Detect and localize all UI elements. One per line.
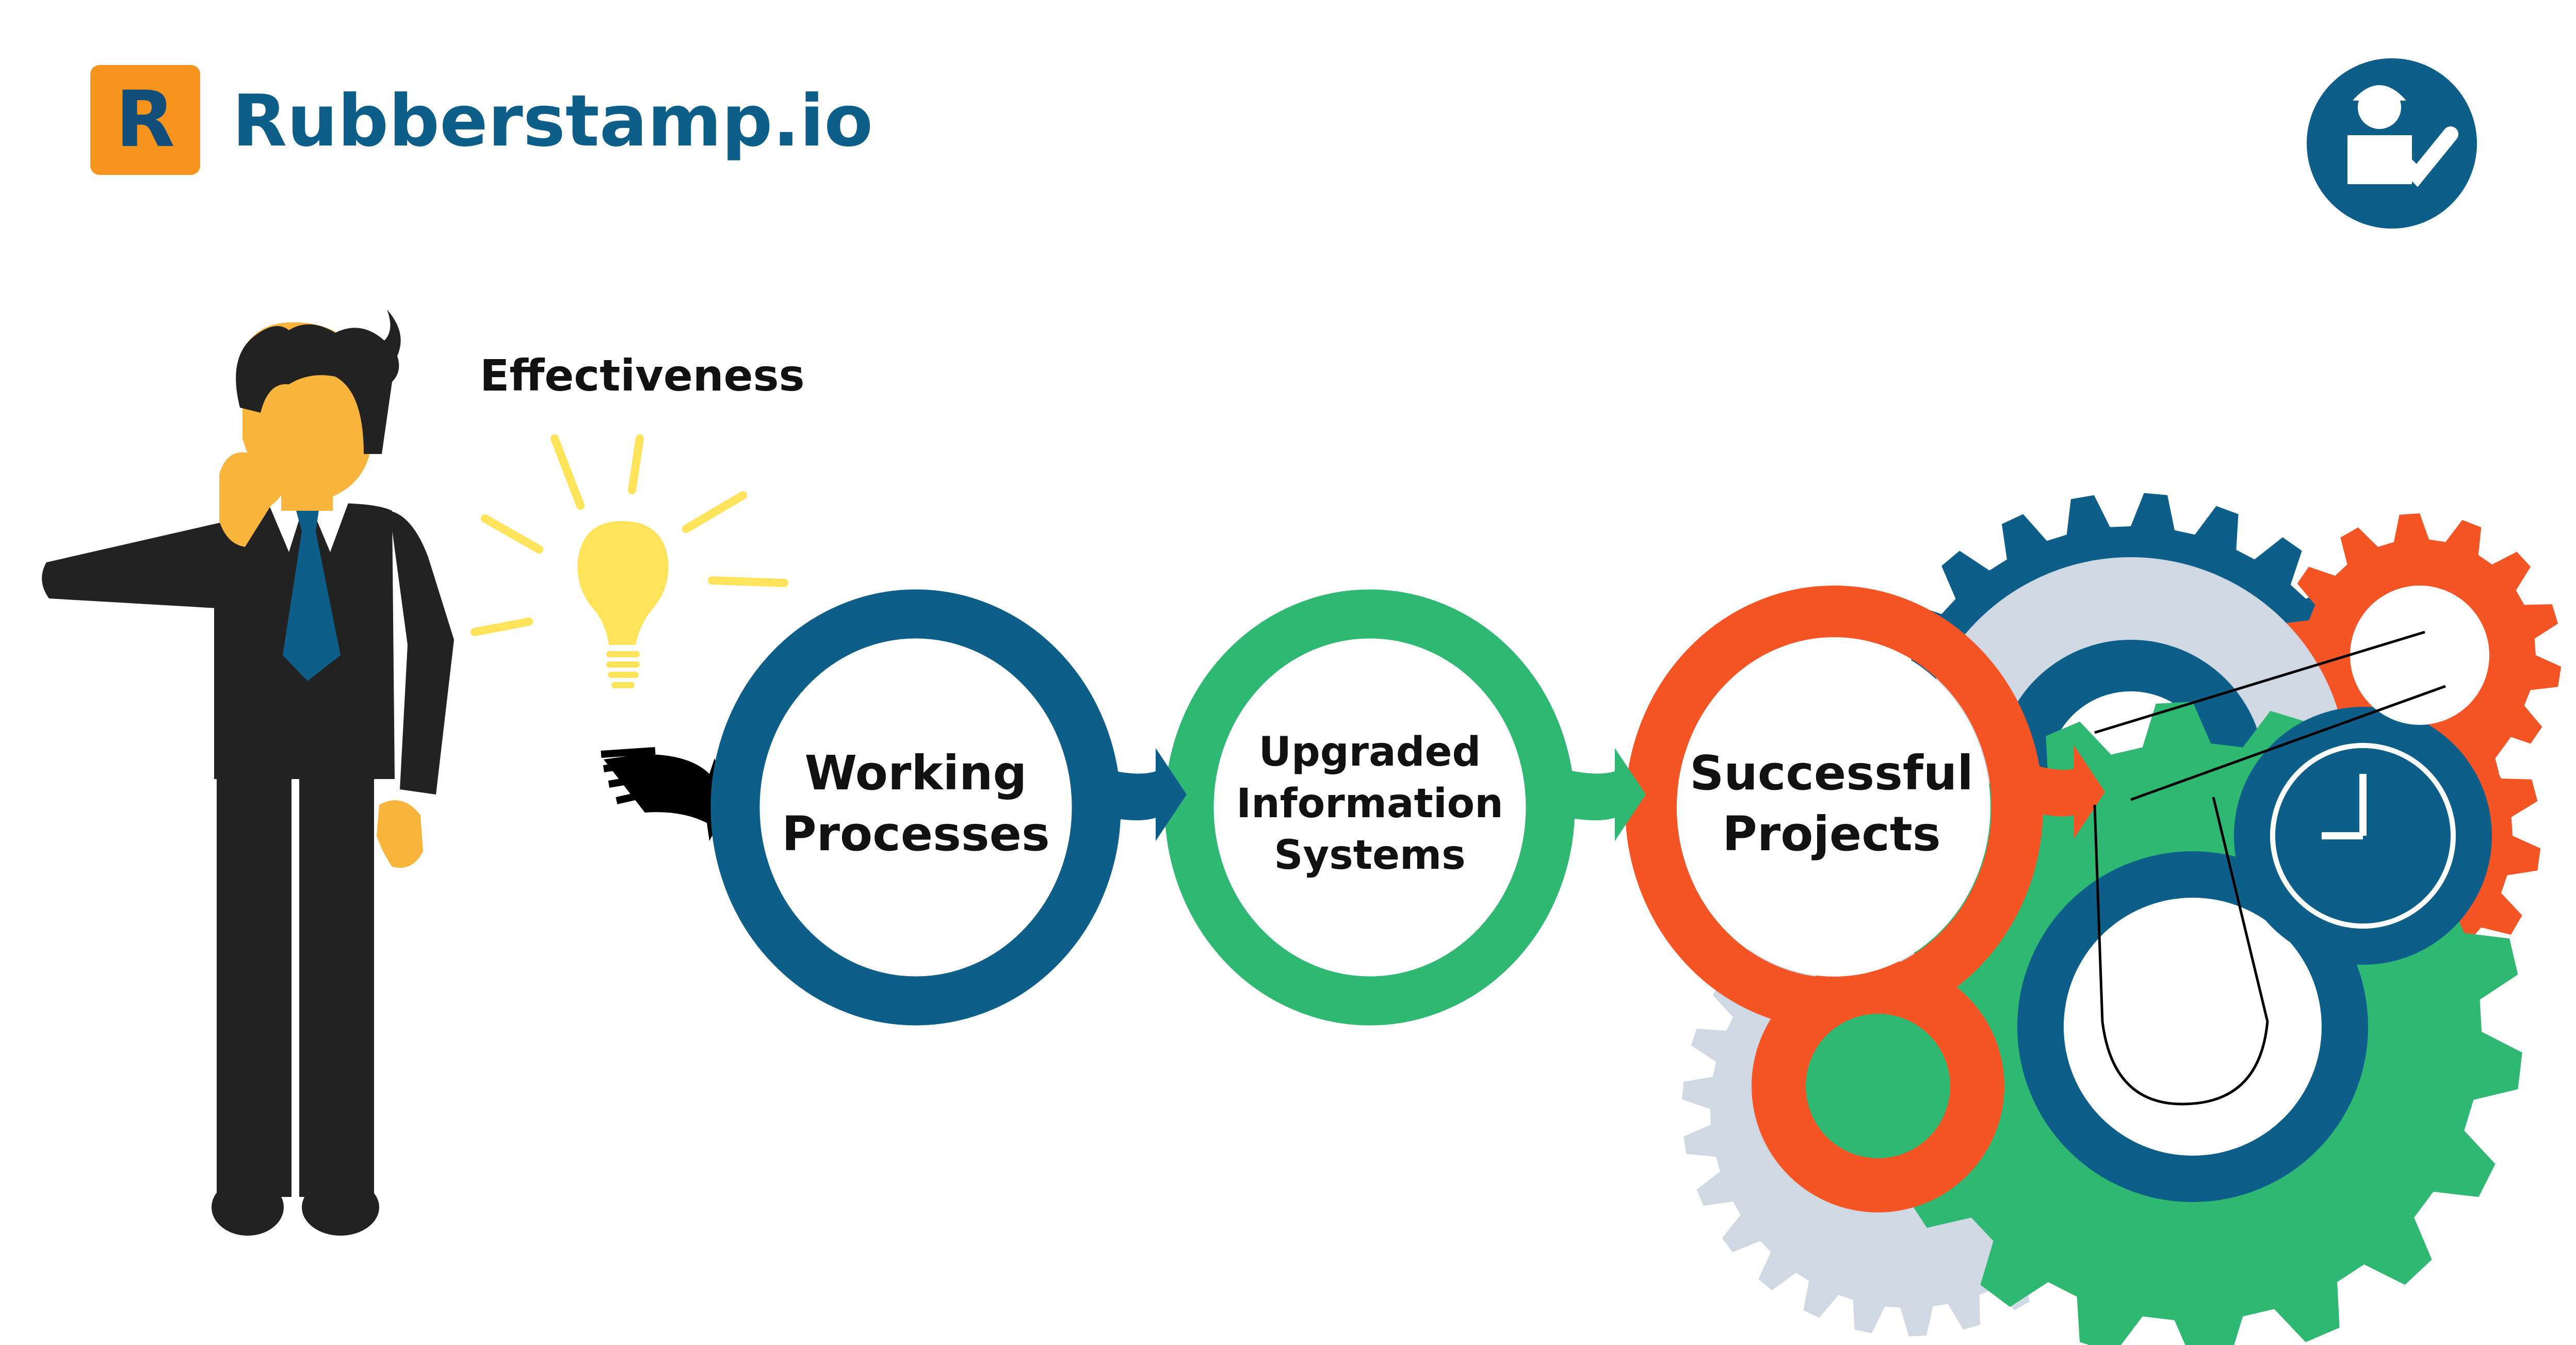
brand-logo-letter: R [115,75,175,165]
step-line: Upgraded [1258,728,1481,775]
businessman-figure [42,310,454,1236]
small-orange-gear-hole [2350,586,2489,725]
connector-arrow-1 [1078,748,1187,841]
step-label-successful-projects: Successful Projects [1677,689,1986,918]
ring-interior-2 [1214,639,1525,976]
step-label-working-processes: Working Processes [766,689,1065,918]
connector-arrow-3 [2004,746,2105,838]
brand-logo-box [90,65,200,175]
connector-arrow-2 [1535,748,1646,841]
gear-belt [2093,630,2446,1106]
step-line: Projects [1722,806,1941,862]
green-core [1806,1014,1950,1158]
step-line: Working [804,745,1027,801]
ring-interior-3 [1678,638,1990,977]
green-gear-hole [2064,898,2322,1156]
step-line: Information [1236,780,1503,827]
step-label-upgraded-information-systems: Upgraded Information Systems [1215,689,1525,918]
step-line: Systems [1274,832,1466,879]
step-line: Successful [1690,745,1973,801]
brand-name: Rubberstamp.io [232,79,873,163]
step-line: Processes [782,806,1050,862]
start-arrow [601,747,732,841]
idea-lightbulb [471,434,788,688]
ring-interior-1 [760,639,1071,976]
process-steps [710,586,2105,1212]
effectiveness-label: Effectiveness [480,350,805,401]
engineer-check-icon [2307,58,2477,229]
